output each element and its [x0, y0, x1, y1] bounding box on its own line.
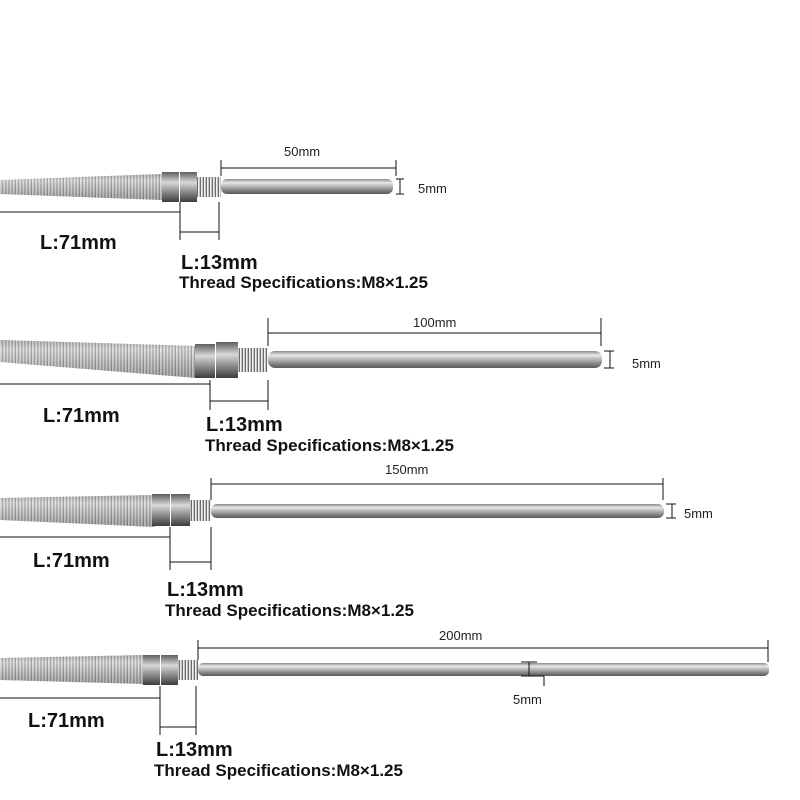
thread-length-label: L:13mm [167, 579, 244, 601]
cable-length-label: L:71mm [33, 550, 110, 572]
thread-section [197, 177, 221, 197]
probe-length-label: 200mm [439, 628, 482, 643]
probe-length-label: 50mm [284, 144, 320, 159]
hex-nut [162, 172, 179, 202]
probe-diameter-label: 5mm [632, 356, 661, 371]
probe-diameter-label: 5mm [684, 506, 713, 521]
thread-spec-label: Thread Specifications:M8×1.25 [205, 436, 454, 455]
probe-rod [268, 351, 602, 368]
probe-diameter-label: 5mm [513, 692, 542, 707]
probe-length-label: 150mm [385, 462, 428, 477]
probe-rod [198, 663, 769, 676]
thread-spec-label: Thread Specifications:M8×1.25 [165, 601, 414, 620]
probe-100mm: 100mm 5mm L:71mm L:13mm Thread Specifica… [0, 315, 661, 455]
probe-diameter-label: 5mm [418, 181, 447, 196]
hex-nut [180, 172, 197, 202]
probe-200mm: 200mm 5mm L:71mm L:13mm Thread Specifica… [0, 628, 769, 780]
thread-section [190, 500, 211, 521]
thread-length-label: L:13mm [181, 252, 258, 274]
probe-rod [211, 504, 664, 518]
hex-nut [216, 342, 238, 378]
probe-150mm: 150mm 5mm L:71mm L:13mm Thread Specifica… [0, 462, 713, 620]
thread-section [238, 348, 268, 372]
cable-length-label: L:71mm [28, 710, 105, 732]
hex-nut [152, 494, 170, 526]
cable-length-label: L:71mm [40, 232, 117, 254]
thread-length-label: L:13mm [156, 739, 233, 761]
probe-rod [221, 179, 393, 194]
probe-50mm: 50mm 5mm L:71mm L:13mm Thread Specificat… [0, 144, 447, 292]
thread-spec-label: Thread Specifications:M8×1.25 [154, 761, 403, 780]
thread-spec-label: Thread Specifications:M8×1.25 [179, 273, 428, 292]
hex-nut [143, 655, 160, 685]
thread-section [178, 660, 198, 680]
hex-nut [171, 494, 190, 526]
probe-length-label: 100mm [413, 315, 456, 330]
hex-nut [161, 655, 178, 685]
cable-length-label: L:71mm [43, 405, 120, 427]
thread-length-label: L:13mm [206, 414, 283, 436]
hex-nut [195, 344, 215, 378]
